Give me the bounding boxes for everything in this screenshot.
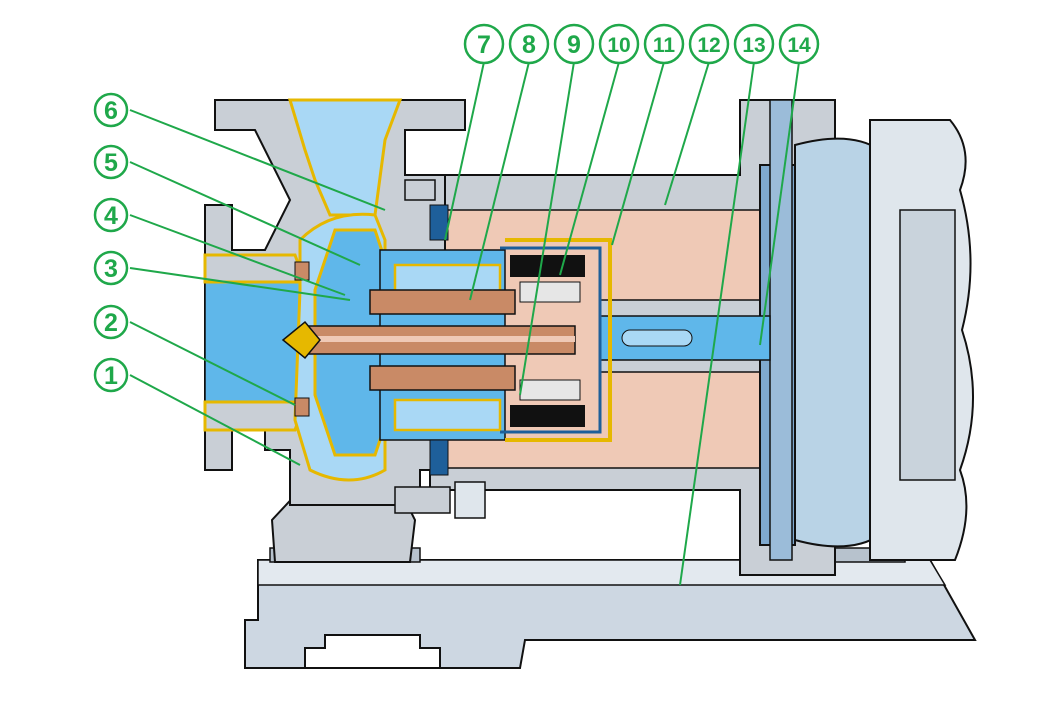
svg-text:3: 3 bbox=[104, 255, 118, 283]
svg-text:11: 11 bbox=[653, 34, 676, 57]
svg-text:14: 14 bbox=[787, 34, 811, 57]
callout-2: 2 bbox=[93, 304, 129, 340]
svg-text:8: 8 bbox=[522, 31, 536, 59]
svg-text:1: 1 bbox=[104, 362, 118, 390]
svg-text:9: 9 bbox=[567, 31, 581, 59]
containment-shell bbox=[429, 204, 612, 476]
svg-text:7: 7 bbox=[477, 31, 491, 59]
svg-text:2: 2 bbox=[104, 309, 118, 337]
drive-shaft bbox=[599, 315, 771, 361]
svg-text:4: 4 bbox=[104, 202, 118, 230]
callout-14: 14 bbox=[778, 23, 820, 65]
callout-13: 13 bbox=[733, 23, 775, 65]
callout-9: 9 bbox=[553, 23, 595, 65]
svg-text:5: 5 bbox=[104, 149, 118, 177]
callout-8: 8 bbox=[508, 23, 550, 65]
callout-3: 3 bbox=[93, 250, 129, 286]
callout-11: 11 bbox=[643, 23, 685, 65]
callout-12: 12 bbox=[688, 23, 730, 65]
callout-6: 6 bbox=[93, 92, 129, 128]
baseplate bbox=[244, 547, 977, 669]
svg-text:6: 6 bbox=[104, 97, 118, 125]
callout-4: 4 bbox=[93, 197, 129, 233]
callout-1: 1 bbox=[93, 357, 129, 393]
motor bbox=[759, 99, 975, 561]
callout-10: 10 bbox=[598, 23, 640, 65]
callout-7: 7 bbox=[463, 23, 505, 65]
svg-text:12: 12 bbox=[697, 34, 720, 57]
leader-lines bbox=[129, 61, 800, 586]
svg-text:10: 10 bbox=[607, 34, 630, 57]
callout-5: 5 bbox=[93, 144, 129, 180]
svg-text:13: 13 bbox=[742, 34, 765, 57]
